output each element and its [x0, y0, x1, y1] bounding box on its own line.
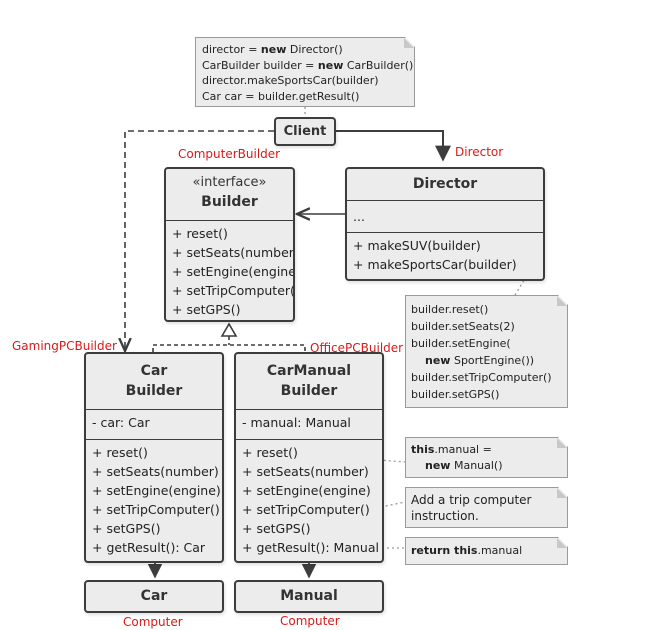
note-line: builder.setEngine(: [411, 337, 511, 350]
class-member: + setSeats(number): [92, 464, 219, 479]
car-builder-class: Car Builder - car: Car + reset() + setSea…: [84, 352, 224, 563]
manual-class: Manual: [234, 580, 384, 613]
note-line: CarBuilder builder = new CarBuilder(): [202, 58, 414, 72]
class-member: - manual: Manual: [242, 415, 351, 430]
fields-section: - manual: Manual: [236, 410, 382, 440]
fields-section: ...: [347, 201, 543, 233]
car-class: Car: [84, 580, 224, 613]
class-member: + setEngine(engine): [92, 483, 221, 498]
class-member: + setTripComputer(): [92, 502, 220, 517]
class-title: Builder: [201, 194, 258, 210]
class-title-line2: Builder: [280, 383, 338, 399]
label-computer-builder: ComputerBuilder: [178, 147, 281, 161]
class-title-line1: CarManual: [266, 363, 352, 379]
class-title-line2: Builder: [125, 383, 183, 399]
note-line: this.manual =: [411, 443, 492, 456]
methods-section: + reset() + setSeats(number) + setEngine(e…: [166, 221, 295, 320]
note-line: builder.reset(): [411, 303, 489, 316]
label-office-pc-builder: OfficePCBuilder: [310, 341, 404, 355]
note-lines: director = new Director()CarBuilder buil…: [202, 42, 408, 104]
class-member: + setEngine(engine): [172, 264, 295, 279]
label-computer-left: Computer: [123, 615, 183, 629]
note-line: builder.setTripComputer(): [411, 371, 552, 384]
note-line: builder.setGPS(): [411, 388, 500, 401]
client-code-note: director = new Director() CarBuilder buil…: [195, 37, 415, 107]
label-gaming-pc-builder: GamingPCBuilder: [12, 339, 117, 353]
class-member: + makeSUV(builder): [353, 238, 481, 253]
note-line: director = new Director(): [202, 43, 343, 56]
class-member: + setGPS(): [172, 302, 241, 317]
note-line: instruction.: [411, 509, 479, 523]
manual-builder-class: CarManual Builder - manual: Manual + res…: [234, 352, 384, 563]
methods-section: + reset() + setSeats(number) + setEngine(e…: [236, 440, 382, 560]
class-title: Client: [283, 124, 327, 139]
class-title: Car: [140, 588, 168, 604]
label-computer-right: Computer: [280, 614, 340, 628]
note-fold: [404, 38, 414, 48]
director-code-note: builder.reset() builder.setSeats(2) builde…: [405, 295, 568, 408]
class-header: CarManual Builder: [236, 354, 382, 410]
client-class: Client: [274, 117, 336, 146]
builder-interface: «interface» Builder + reset() + setSeats(…: [164, 167, 295, 322]
reset-note: this.manual = new Manual(): [405, 437, 568, 478]
class-title-line1: Car: [140, 363, 168, 379]
get-result-note: return this.manual: [405, 537, 568, 565]
class-member: + reset(): [92, 445, 148, 460]
note-line: new Manual(): [425, 459, 503, 472]
note-line: builder.setSeats(2): [411, 320, 515, 333]
class-member: + setSeats(number): [172, 245, 295, 260]
note-fold: [557, 488, 567, 498]
class-member: + setTripComputer(): [242, 502, 370, 517]
class-member: ...: [353, 209, 365, 224]
class-member: + setGPS(): [242, 521, 311, 536]
note-line: return this.manual: [411, 544, 523, 557]
class-header: «interface» Builder: [166, 169, 293, 221]
class-member: + setTripComputer(): [172, 283, 295, 298]
note-fold: [557, 296, 567, 306]
realization-triangle: [220, 322, 238, 337]
note-fold: [557, 438, 567, 448]
class-member: + setGPS(): [92, 521, 161, 536]
class-member: + reset(): [172, 226, 228, 241]
trip-computer-note: Add a trip computer instruction.: [405, 487, 568, 528]
note-lines: builder.reset() builder.setSeats(2) builde…: [411, 301, 562, 403]
methods-section: + reset() + setSeats(number) + setEngine(e…: [86, 440, 222, 560]
class-title: Manual: [280, 588, 338, 604]
note-line: new SportEngine()): [425, 354, 535, 367]
fields-section: - car: Car: [86, 410, 222, 440]
note-fold: [557, 538, 567, 548]
class-header: Car Builder: [86, 354, 222, 410]
class-member: + makeSportsCar(builder): [353, 257, 517, 272]
note-line: Car car = builder.getResult(): [202, 89, 360, 103]
class-member: - car: Car: [92, 415, 150, 430]
client-carbuilder-arrow: [125, 130, 274, 351]
label-director: Director: [455, 145, 504, 159]
note-line: Add a trip computer: [411, 493, 532, 507]
stereotype-label: «interface»: [192, 175, 267, 190]
class-header: Director: [347, 169, 543, 201]
class-member: + setSeats(number): [242, 464, 369, 479]
class-member: + getResult(): Manual: [242, 540, 379, 555]
note-line: director.makeSportsCar(builder): [202, 74, 379, 87]
class-member: + getResult(): Car: [92, 540, 206, 555]
class-title: Director: [412, 176, 478, 192]
director-class: Director ... + makeSUV(builder) + makeSpo…: [345, 167, 545, 281]
class-member: + reset(): [242, 445, 298, 460]
realization-branches: [152, 344, 306, 352]
class-member: + setEngine(engine): [242, 483, 371, 498]
methods-section: + makeSUV(builder) + makeSportsCar(builde…: [347, 233, 543, 277]
client-director-arrow: [336, 130, 451, 162]
